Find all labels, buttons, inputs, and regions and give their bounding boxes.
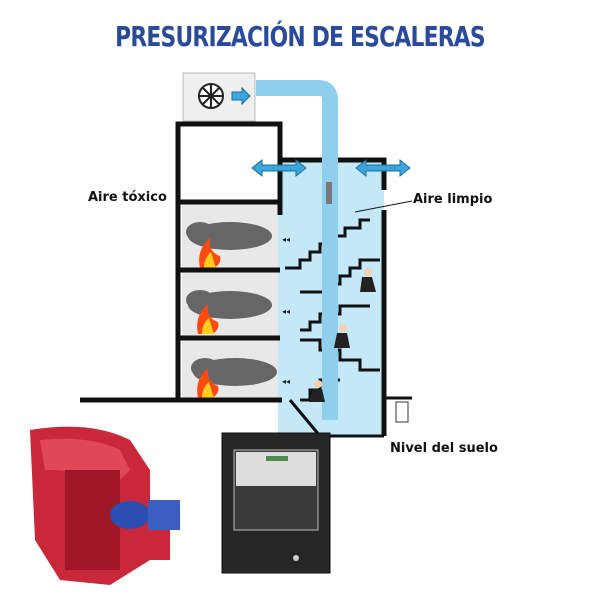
- label-toxic-air: Aire tóxico: [88, 190, 167, 205]
- centrifugal-fan-photo: [30, 426, 180, 585]
- duct-grille: [326, 182, 332, 204]
- airflow-out-right-icon: [355, 158, 411, 178]
- airflow-out-left-icon: [251, 158, 307, 178]
- diagram-title: PRESURIZACIÓN DE ESCALERAS: [115, 20, 486, 53]
- clean-air-pointer: [354, 200, 413, 213]
- svg-text:◂◂: ◂◂: [282, 235, 290, 244]
- evacuating-people: [309, 268, 376, 402]
- fire-icons: [197, 238, 221, 398]
- label-clean-air: Aire limpio: [413, 192, 493, 207]
- exit-door: [395, 401, 409, 423]
- air-duct: [256, 80, 338, 420]
- label-ground-level: Nivel del suelo: [390, 441, 498, 456]
- svg-text:◂◂: ◂◂: [282, 377, 290, 386]
- svg-text:◂◂: ◂◂: [282, 307, 290, 316]
- fan-icon: [198, 83, 224, 109]
- fire-alarm-control-panel-photo: [221, 432, 331, 574]
- airflow-arrow-icon: [231, 86, 251, 106]
- leak-arrows: ◂◂ ◂◂ ◂◂: [282, 235, 290, 386]
